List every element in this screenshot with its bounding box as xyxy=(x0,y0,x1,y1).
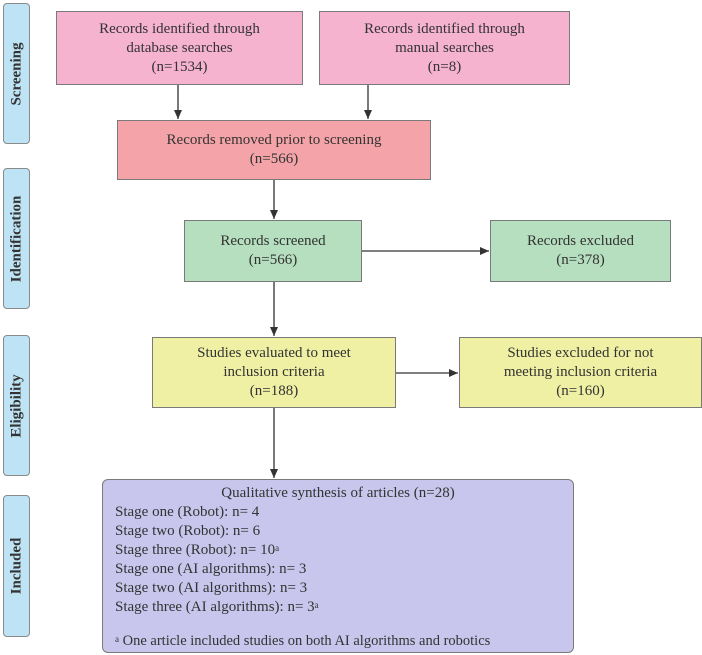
excluded-criteria-line1: Studies excluded for not xyxy=(507,345,654,361)
stage-item: Stage two (Robot): n= 6 xyxy=(115,523,261,539)
removed-line1: Records removed prior to screening xyxy=(166,132,382,148)
phase-identification: Identification xyxy=(3,168,30,309)
synthesis-stage-list: Stage one (Robot): n= 4 Stage two (Robot… xyxy=(103,503,573,617)
excluded-criteria-count: (n=160) xyxy=(556,383,605,399)
box-records-excluded: Records excluded (n=378) xyxy=(490,220,671,282)
box-studies-evaluated: Studies evaluated to meet inclusion crit… xyxy=(152,337,396,408)
evaluated-line2: inclusion criteria xyxy=(223,364,325,380)
box-studies-excluded: Studies excluded for not meeting inclusi… xyxy=(459,337,702,408)
manual-count: (n=8) xyxy=(427,58,462,75)
footnote-text: One article included studies on both AI … xyxy=(119,633,491,649)
excluded-line1: Records excluded xyxy=(526,233,635,249)
removed-count: (n=566) xyxy=(249,151,299,167)
phase-included: Included xyxy=(3,495,30,637)
excluded-criteria-line2: meeting inclusion criteria xyxy=(503,364,658,380)
stage-item: Stage three (Robot): n= 10a xyxy=(115,542,280,558)
manual-line1: Records identified through xyxy=(364,20,525,37)
stage-item: Stage two (AI algorithms): n= 3 xyxy=(115,580,308,596)
synthesis-title: Qualitative synthesis of articles (n=28) xyxy=(221,485,455,501)
box-qualitative-synthesis: Qualitative synthesis of articles (n=28)… xyxy=(102,479,574,653)
evaluated-line1: Studies evaluated to meet xyxy=(197,345,351,361)
stage-item: Stage three (AI algorithms): n= 3a xyxy=(115,599,319,615)
phase-screening: Screening xyxy=(3,3,30,144)
box-records-removed: Records removed prior to screening (n=56… xyxy=(117,120,431,180)
synthesis-footnote: a One article included studies on both A… xyxy=(103,632,573,651)
footnote-mark: a xyxy=(115,634,119,644)
screened-count: (n=566) xyxy=(248,252,298,268)
excluded-count: (n=378) xyxy=(556,252,605,268)
phase-eligibility: Eligibility xyxy=(3,335,30,476)
evaluated-count: (n=188) xyxy=(249,383,299,399)
box-records-screened: Records screened (n=566) xyxy=(184,220,362,282)
manual-line2: manual searches xyxy=(395,39,494,56)
screened-line1: Records screened xyxy=(220,233,326,249)
database-count: (n=1534) xyxy=(151,58,208,75)
database-line2: database searches xyxy=(126,39,233,56)
box-database-searches: Records identified through database sear… xyxy=(56,11,303,85)
stage-item: Stage one (AI algorithms): n= 3 xyxy=(115,561,307,577)
box-manual-searches: Records identified through manual search… xyxy=(319,11,570,85)
stage-item: Stage one (Robot): n= 4 xyxy=(115,504,260,520)
database-line1: Records identified through xyxy=(99,20,260,37)
